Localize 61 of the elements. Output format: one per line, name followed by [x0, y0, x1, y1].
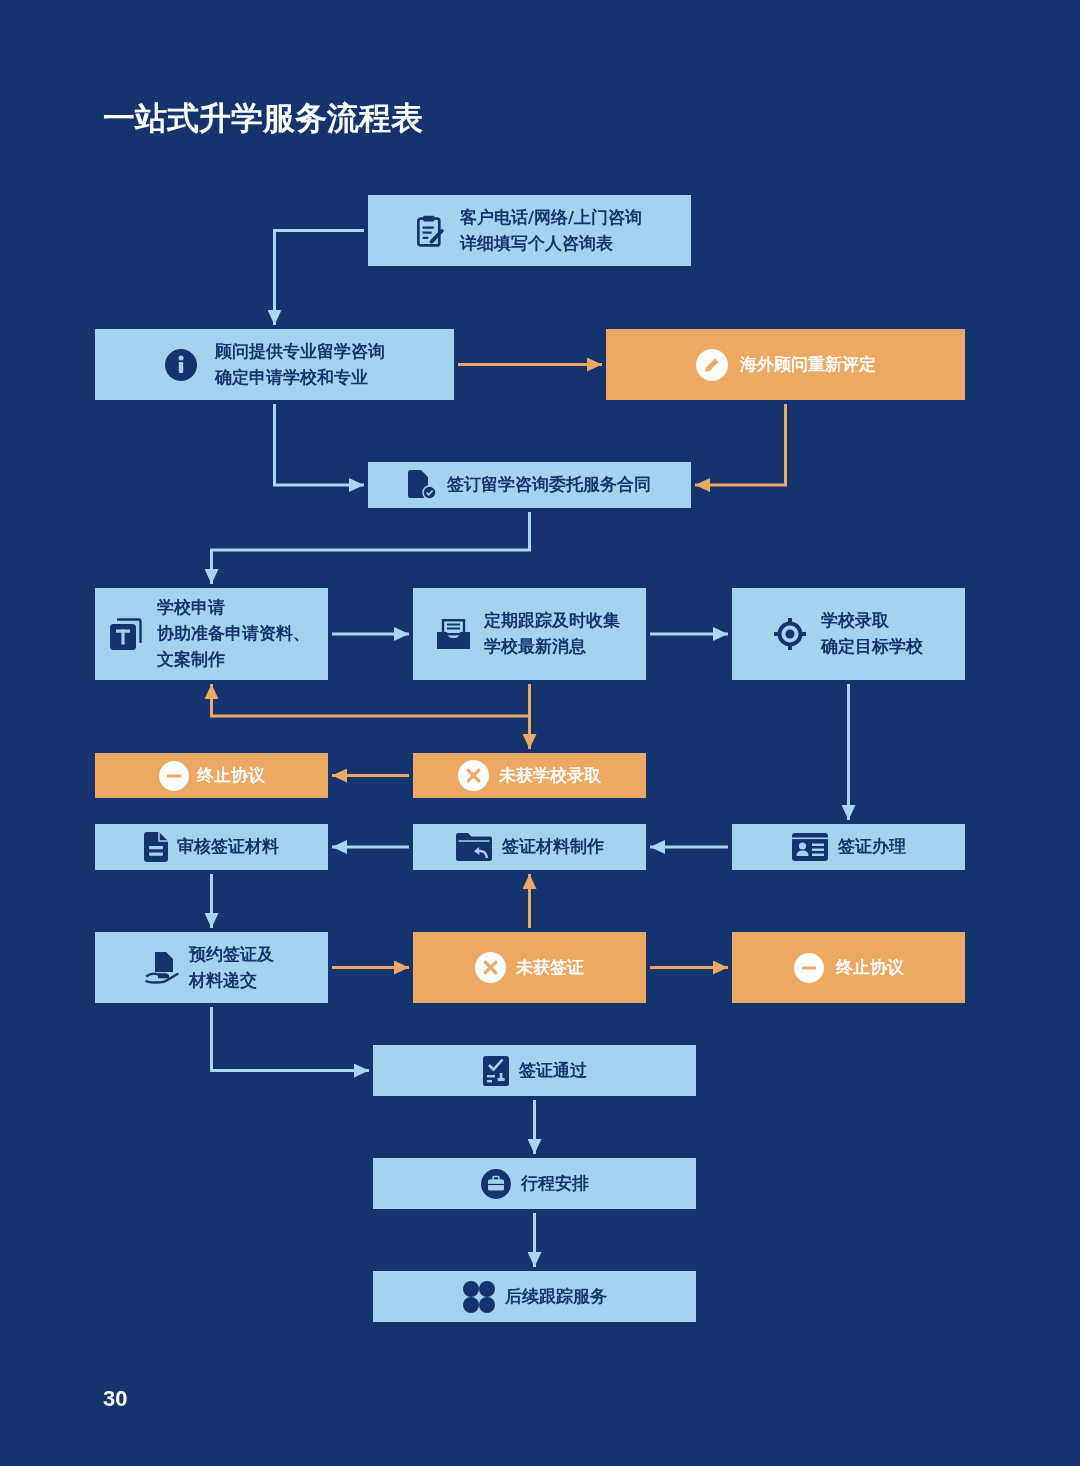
step-text: 顾问提供专业留学咨询 — [214, 340, 385, 363]
step-box — [95, 329, 454, 400]
arrow — [332, 768, 409, 783]
step-text: 详细填写个人咨询表 — [459, 232, 614, 255]
step-text: 预约签证及材料递交 — [188, 943, 275, 992]
arrow — [527, 1100, 542, 1154]
step-text: 海外顾问重新评定 — [739, 353, 876, 376]
step-text: 签证通过 — [518, 1059, 587, 1082]
step-box — [373, 1158, 696, 1209]
arrow — [332, 960, 409, 975]
arrow — [204, 874, 219, 928]
step-text: 学校申请 — [157, 597, 227, 619]
step-box — [732, 932, 965, 1003]
step-box — [373, 1271, 696, 1322]
arrow — [204, 512, 531, 584]
step-box — [95, 588, 328, 680]
step-text: 定期跟踪及时收集学校最新消息 — [483, 610, 621, 658]
arrow — [332, 840, 409, 854]
arrow — [527, 1213, 542, 1267]
arrow — [267, 229, 364, 325]
step-text: 签订留学咨询委托服务合同 — [447, 474, 651, 496]
step-box — [368, 462, 691, 508]
arrow — [522, 874, 537, 928]
arrow — [650, 960, 728, 975]
step-text: 审核签证材料 — [177, 836, 279, 858]
step-box — [732, 824, 965, 870]
arrow — [210, 1007, 369, 1078]
arrow — [650, 627, 728, 641]
step-box — [606, 329, 965, 400]
step-box — [413, 824, 646, 870]
step-text: 确定申请学校和专业 — [214, 366, 369, 389]
step-text: 客户电话/网络/上门咨询 — [459, 206, 643, 229]
arrow — [332, 627, 409, 641]
arrow — [650, 840, 728, 854]
step-text: 终止协议 — [196, 764, 265, 787]
step-text: 行程安排 — [520, 1172, 589, 1195]
step-text: 签证材料制作 — [501, 836, 604, 858]
arrow — [204, 684, 531, 718]
step-box — [95, 824, 328, 870]
step-text: 未获学校录取 — [499, 764, 601, 787]
step-box — [413, 932, 646, 1003]
arrow — [695, 404, 787, 492]
step-box — [373, 1045, 696, 1096]
page-title: 一站式升学服务流程表 — [103, 98, 423, 139]
step-text: 后续跟踪服务 — [504, 1285, 607, 1308]
step-box — [95, 932, 328, 1003]
step-box — [413, 753, 646, 798]
step-text: 协助准备申请资料、文案制作 — [157, 623, 312, 671]
step-text: 确定目标学校 — [821, 636, 923, 658]
arrow — [841, 684, 856, 820]
step-box — [95, 753, 328, 798]
step-box — [368, 195, 691, 266]
arrow — [273, 404, 364, 492]
step-text: 学校录取 — [821, 610, 890, 632]
step-text: 签证办理 — [837, 836, 906, 858]
step-text: 终止协议 — [835, 956, 904, 979]
arrow — [458, 357, 602, 372]
step-box — [413, 588, 646, 680]
step-text: 未获签证 — [516, 956, 584, 979]
step-box — [732, 588, 965, 680]
page-number: 30 — [103, 1386, 128, 1412]
